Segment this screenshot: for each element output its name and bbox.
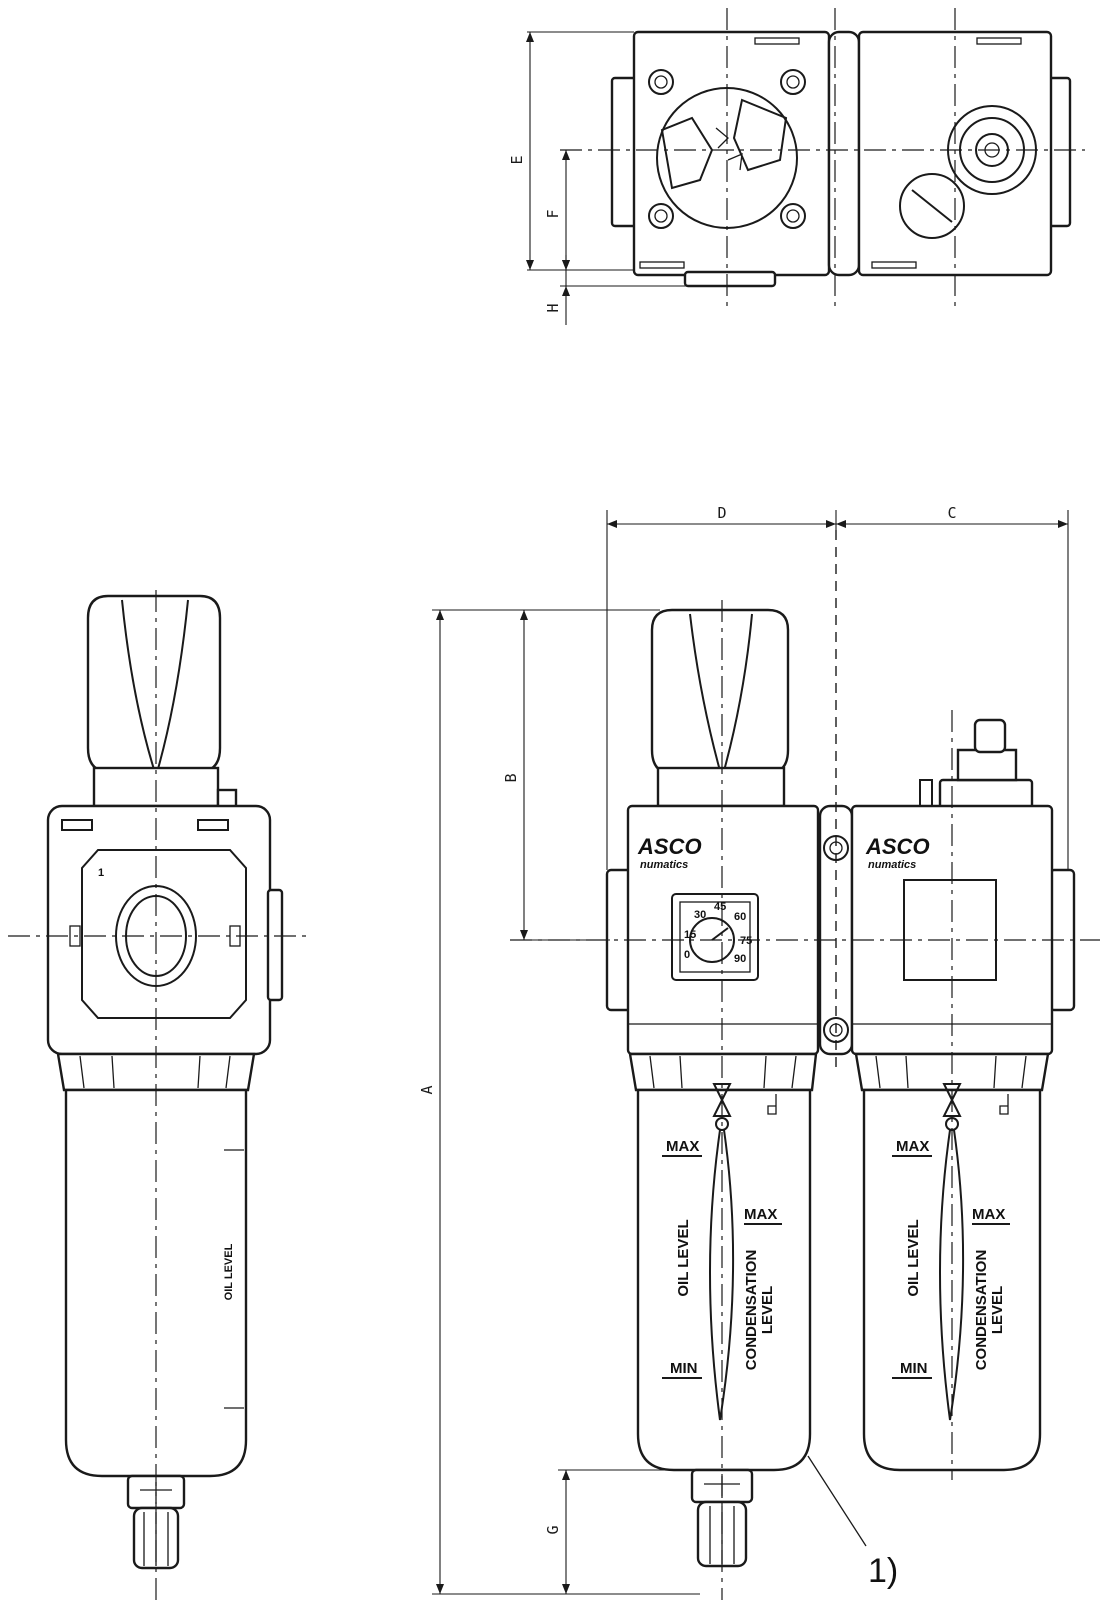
- regulator-max-label-2: MAX: [744, 1206, 777, 1223]
- svg-text:numatics: numatics: [868, 859, 916, 871]
- dim-label-b: B: [502, 773, 520, 782]
- lubricator-min-label: MIN: [900, 1360, 928, 1377]
- regulator-level-label: LEVEL: [759, 1286, 776, 1334]
- lubricator-condensation-label: CONDENSATION: [973, 1250, 990, 1371]
- top-regulator-body: [632, 30, 831, 277]
- brand-logo-left: ASCO numatics: [637, 834, 702, 871]
- fill-plug-icon-left: [767, 1094, 777, 1115]
- fill-plug-icon-right: [999, 1094, 1009, 1115]
- front-view: ASCO numatics ASCO numatics 0 15 30 45 6…: [418, 504, 1100, 1600]
- regulator-min-label: MIN: [670, 1360, 698, 1377]
- regulator-bowl: [636, 1088, 812, 1472]
- svg-text:0: 0: [684, 949, 690, 961]
- regulator-sight-gauge: [709, 1129, 735, 1421]
- lubricator-plug: [973, 718, 1007, 754]
- lubricator-level-label: LEVEL: [989, 1286, 1006, 1334]
- top-connector: [827, 30, 861, 277]
- side-bowl-collar: [56, 1052, 256, 1092]
- svg-text:ASCO: ASCO: [865, 834, 930, 859]
- svg-text:ASCO: ASCO: [637, 834, 702, 859]
- regulator-condensation-label: CONDENSATION: [743, 1250, 760, 1371]
- screw-icons: [648, 69, 806, 229]
- regulator-max-label-1: MAX: [666, 1138, 699, 1155]
- svg-text:45: 45: [714, 901, 726, 913]
- dim-label-d: D: [717, 504, 726, 522]
- side-adjust-knob: [86, 594, 222, 774]
- dim-label-f: F: [544, 209, 562, 218]
- lubricator-oil-level-label: OIL LEVEL: [905, 1219, 922, 1296]
- regulator-bowl-collar: [628, 1052, 818, 1092]
- svg-text:15: 15: [684, 929, 696, 941]
- svg-text:60: 60: [734, 911, 746, 923]
- callout-leader: [807, 1455, 867, 1547]
- top-view: E F H: [508, 8, 1085, 325]
- brand-logo-right: ASCO numatics: [865, 834, 930, 871]
- svg-text:numatics: numatics: [640, 859, 688, 871]
- regulator-oil-level-label: OIL LEVEL: [675, 1219, 692, 1296]
- dim-label-a: A: [418, 1085, 436, 1094]
- front-adjust-knob: [650, 608, 790, 776]
- dim-label-c: C: [947, 504, 956, 522]
- lubricator-sight-window: [903, 879, 997, 981]
- drain-knob-icon: [899, 173, 965, 239]
- pressure-gauge: 0 15 30 45 60 75 90: [671, 893, 759, 981]
- lubricator-max-label-1: MAX: [896, 1138, 929, 1155]
- side-oil-level-label: OIL LEVEL: [223, 1243, 235, 1300]
- svg-text:30: 30: [694, 909, 706, 921]
- lubricator-sight-gauge: [939, 1129, 965, 1421]
- lubricator-max-label-2: MAX: [972, 1206, 1005, 1223]
- knob-segment-right: [732, 98, 788, 172]
- dim-label-g: G: [544, 1525, 562, 1534]
- dim-label-e: E: [508, 155, 526, 164]
- lock-arrow-icon: [715, 127, 743, 171]
- knob-segment-left: [660, 116, 714, 190]
- front-bonnet: [656, 766, 786, 808]
- side-port-plate: [81, 849, 247, 1019]
- svg-text:75: 75: [740, 935, 752, 947]
- callout-label: 1): [868, 1552, 898, 1590]
- svg-text:1: 1: [98, 867, 104, 879]
- top-mount-tab: [683, 270, 777, 288]
- side-view: 1 OIL LEVEL: [8, 590, 310, 1600]
- svg-text:90: 90: [734, 953, 746, 965]
- lubricator-tab: [919, 779, 933, 808]
- dim-label-h: H: [544, 303, 562, 312]
- top-left-port: [610, 76, 638, 228]
